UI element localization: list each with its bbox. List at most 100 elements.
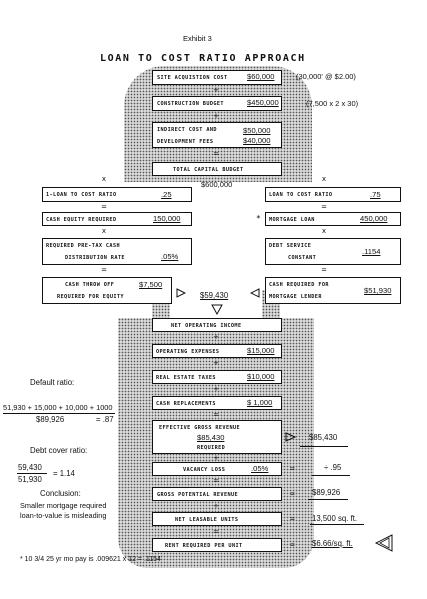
noi-box: NET OPERATING INCOME [152, 318, 282, 332]
one-minus-ltc-value: .25 [161, 190, 172, 199]
cash-lender-box: CASH REQUIRED FOR $51,930 MORTGAGE LENDE… [265, 277, 401, 304]
nlu-label: NET LEASABLE UNITS [175, 517, 239, 523]
opex-box: OPERATING EXPENSES $15,000 [152, 344, 282, 358]
op-plus-5: + [213, 385, 219, 393]
indirect-value-1: $50,000 [243, 126, 271, 135]
page-title: LOAN TO COST RATIO APPROACH [100, 53, 306, 64]
debt-cover-num: 59,430 [18, 463, 42, 472]
noi-label: NET OPERATING INCOME [171, 323, 242, 329]
gpr-eq: = [290, 489, 295, 498]
default-ratio-bar [3, 413, 115, 414]
debt-service-value: .1154 [362, 247, 381, 256]
gpr-box: GROSS POTENTIAL REVENUE [152, 487, 282, 501]
debt-cover-title: Debt cover ratio: [30, 446, 88, 455]
total-budget-box: TOTAL CAPITAL BUDGET [152, 162, 282, 176]
debt-service-label-1: DEBT SERVICE [269, 243, 312, 249]
re-taxes-box: REAL ESTATE TAXES $10,000 [152, 370, 282, 384]
cash-throw-box: CASH THROW OFF $7,500 REQUIRED FOR EQUIT… [42, 277, 172, 304]
cash-lender-value: $51,930 [364, 286, 392, 295]
nlu-eq: = [290, 514, 295, 523]
arrow-right-icon [176, 288, 186, 298]
op-plus-3: + [213, 333, 219, 341]
default-ratio-title: Default ratio: [30, 378, 75, 387]
pretax-box: REQUIRED PRE-TAX CASH DISTRIBUTION RATE … [42, 238, 192, 265]
cash-repl-box: CASH REPLACEMENTS $ 1,000 [152, 396, 282, 410]
gpr-result: $89,926 [312, 488, 341, 497]
egr-label-1: EFFECTIVE GROSS REVENUE [159, 425, 241, 431]
vacancy-value: .05% [251, 464, 269, 473]
op-eq-right-2: = [321, 266, 327, 274]
ltc-label: LOAN TO COST RATIO [269, 192, 333, 198]
rent-box: RENT REQUIRED PER UNIT [152, 538, 282, 552]
one-minus-ltc-label: 1-LOAN TO COST RATIO [46, 192, 117, 198]
site-cost-box: SITE ACQUISTION COST $60,000 [152, 70, 282, 85]
op-x-left-2: x [101, 227, 107, 235]
total-budget-label: TOTAL CAPITAL BUDGET [173, 167, 244, 173]
gpr-label: GROSS POTENTIAL REVENUE [157, 492, 239, 498]
cash-equity-value: 150,000 [153, 214, 181, 223]
construction-note: (7,500 x 2 x 30) [306, 99, 359, 108]
site-cost-label: SITE ACQUISTION COST [157, 75, 228, 81]
gpr-result-line [308, 499, 348, 500]
conclusion-title: Conclusion: [40, 489, 81, 498]
arrow-left-icon [250, 288, 260, 298]
op-eq-4: = [213, 528, 219, 536]
vacancy-result: ÷ .95 [324, 463, 342, 472]
indirect-box: INDIRECT COST AND $50,000 DEVELOPMENT FE… [152, 122, 282, 148]
egr-label-2: REQUIRED [197, 445, 226, 451]
arrow-down-icon [211, 304, 223, 315]
vacancy-label: VACANCY LOSS [183, 467, 226, 473]
ltc-value: .75 [370, 190, 381, 199]
egr-result: $85,430 [309, 433, 338, 442]
egr-box: EFFECTIVE GROSS REVENUE $85,430 REQUIRED [152, 420, 282, 454]
nlu-result-line [310, 524, 364, 525]
cash-equity-label: CASH EQUITY REQUIRED [46, 217, 117, 223]
mortgage-label: MORTGAGE LOAN [269, 217, 315, 223]
op-eq-2: = [213, 411, 219, 419]
debt-cover-den: 51,930 [18, 475, 42, 484]
rent-eq: = [290, 540, 295, 549]
op-plus-2: + [213, 112, 219, 120]
rent-label: RENT REQUIRED PER UNIT [165, 543, 243, 549]
op-eq-3: = [213, 477, 219, 485]
op-plus-4: + [213, 359, 219, 367]
vacancy-result-line [312, 475, 350, 476]
center-sum: $59,430 [200, 291, 229, 300]
cash-throw-label-1: CASH THROW OFF [65, 282, 115, 288]
op-x-left-1: x [101, 175, 107, 183]
indirect-value-2: $40,000 [243, 136, 271, 145]
cash-equity-box: CASH EQUITY REQUIRED 150,000 [42, 212, 192, 226]
one-minus-ltc-box: 1-LOAN TO COST RATIO .25 [42, 187, 192, 202]
total-budget-value: $600,000 [201, 180, 233, 189]
op-plus-6: + [213, 454, 219, 462]
pretax-label-2: DISTRIBUTION RATE [65, 255, 125, 261]
vacancy-eq: = [290, 464, 295, 473]
indirect-label-2: DEVELOPMENT FEES [157, 139, 214, 145]
op-eq-right-1: = [321, 203, 327, 211]
op-eq-1: = [213, 150, 219, 158]
exhibit-label: Exhibit 3 [183, 34, 212, 43]
construction-value: $450,000 [247, 98, 279, 107]
site-cost-note: (30,000' @ $2.00) [296, 72, 356, 81]
cash-throw-value: $7,500 [139, 280, 163, 289]
cash-throw-label-2: REQUIRED FOR EQUITY [57, 294, 124, 300]
cash-repl-label: CASH REPLACEMENTS [156, 401, 216, 407]
egr-value: $85,430 [197, 433, 225, 442]
egr-result-line [300, 446, 348, 447]
opex-label: OPERATING EXPENSES [156, 349, 220, 355]
construction-box: CONSTRUCTION BUDGET $450,000 [152, 96, 282, 111]
cash-repl-value: $ 1,000 [247, 398, 273, 407]
debt-service-box: DEBT SERVICE CONSTANT .1154 [265, 238, 401, 265]
debt-service-label-2: CONSTANT [288, 255, 317, 261]
op-eq-left-1: = [101, 203, 107, 211]
conclusion-line-1: Smaller mortgage required [20, 501, 107, 510]
ltc-box: LOAN TO COST RATIO .75 [265, 187, 401, 202]
opex-value: $15,000 [247, 346, 275, 355]
construction-label: CONSTRUCTION BUDGET [157, 101, 224, 107]
rent-arrow-icon [374, 534, 393, 552]
op-eq-left-2: = [101, 266, 107, 274]
indirect-label-1: INDIRECT COST AND [157, 127, 217, 133]
debt-cover-bar [17, 473, 47, 474]
site-cost-value: $60,000 [247, 72, 275, 81]
pretax-value: .05% [161, 252, 179, 261]
